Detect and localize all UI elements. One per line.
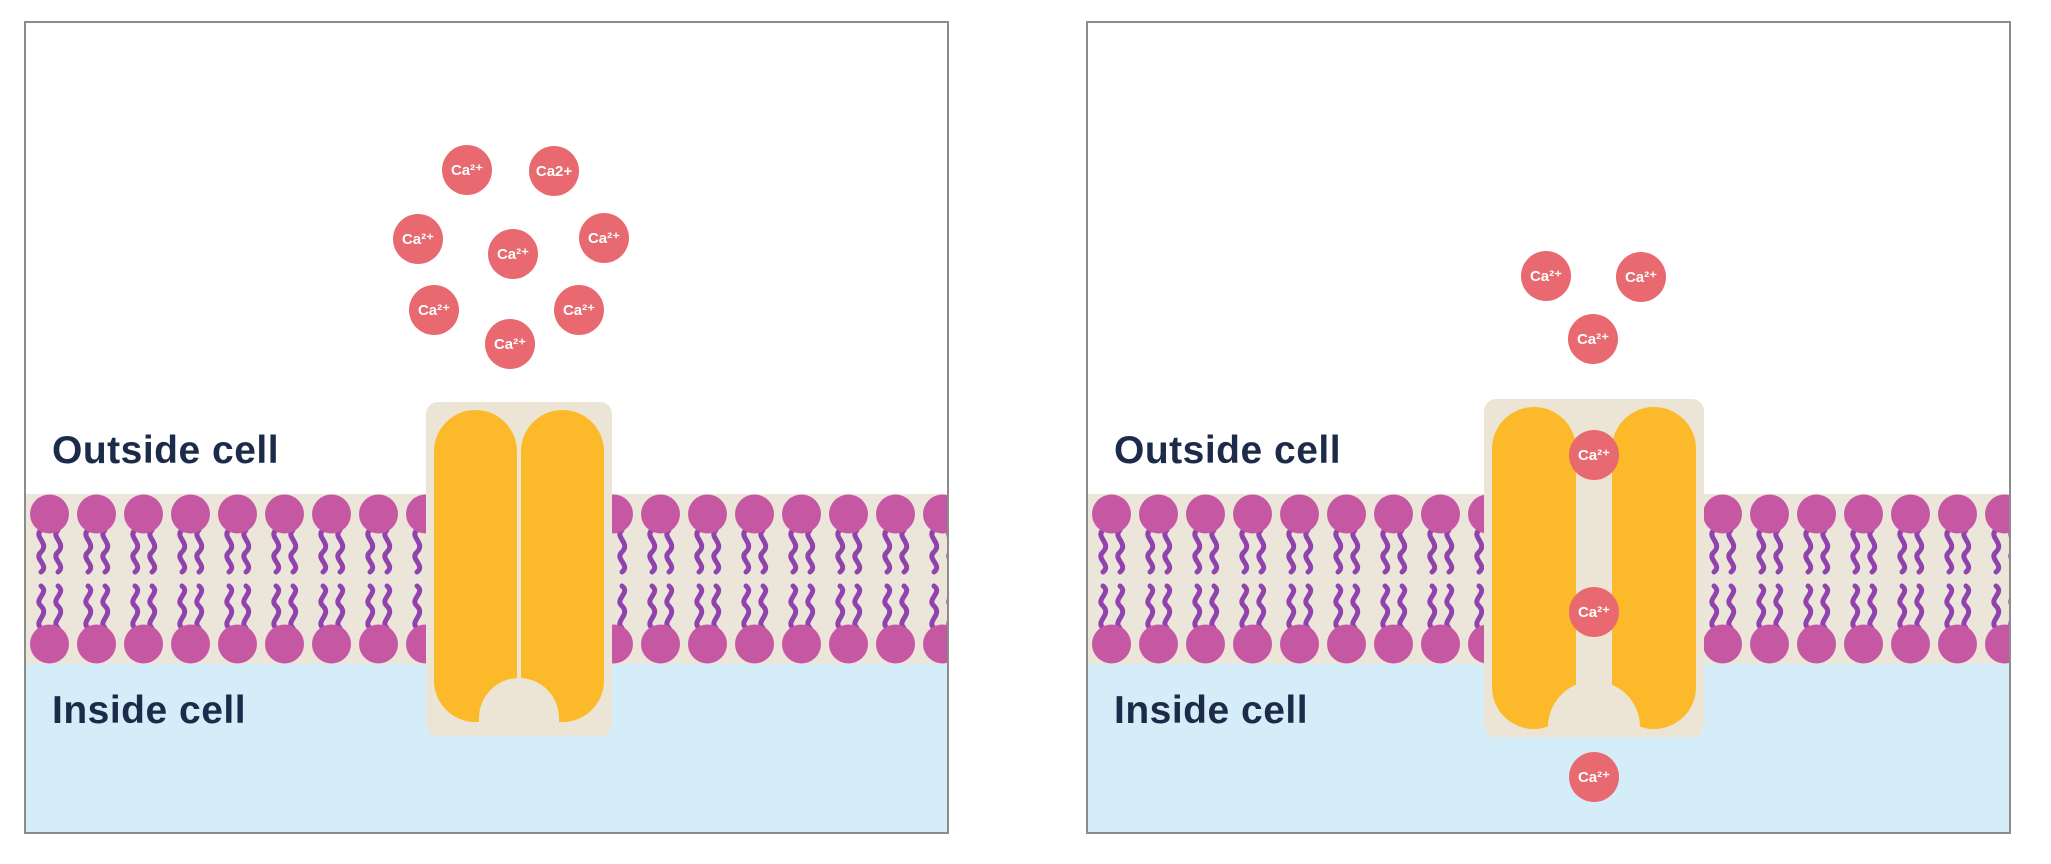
calcium-ion: Ca²⁺ [1569,587,1619,637]
ions-inside-cell-layer [26,23,947,832]
calcium-ion: Ca²⁺ [393,214,443,264]
outside-cell-label: Outside cell [1114,429,1342,472]
panel-open-channel: Outside cell Inside cell Ca²⁺Ca²⁺Ca²⁺ Ca… [1086,21,2011,834]
panel-closed-channel: Outside cell Inside cell Ca²⁺Ca2+Ca²⁺Ca²… [24,21,949,834]
calcium-channel-closed [426,402,612,736]
channel-gate-right [1612,407,1696,729]
calcium-ion: Ca²⁺ [1521,251,1571,301]
ions-inside-cell-layer: Ca²⁺ [1088,23,2009,832]
inside-cell-label: Inside cell [52,689,247,732]
calcium-ion: Ca²⁺ [1616,252,1666,302]
ions-in-channel-layer: Ca²⁺ Ca²⁺ [1088,23,2009,832]
calcium-ion: Ca²⁺ [579,213,629,263]
outside-cell-label: Outside cell [52,429,280,472]
ions-outside-layer: Ca²⁺Ca2+Ca²⁺Ca²⁺Ca²⁺Ca²⁺Ca²⁺Ca²⁺ [26,23,947,832]
calcium-ion: Ca²⁺ [488,229,538,279]
calcium-ion: Ca²⁺ [554,285,604,335]
calcium-ion: Ca²⁺ [485,319,535,369]
ions-outside-layer: Ca²⁺ Ca²⁺ Ca²⁺ [1088,23,2009,832]
calcium-ion: Ca²⁺ [1568,314,1618,364]
channel-gate-right [521,410,604,722]
inside-cell-label: Inside cell [1114,689,1309,732]
calcium-ion: Ca²⁺ [409,285,459,335]
channel-gate-left [434,410,517,722]
calcium-ion: Ca2+ [529,146,579,196]
calcium-ion: Ca²⁺ [442,145,492,195]
calcium-ion: Ca²⁺ [1569,752,1619,802]
channel-gate-left [1492,407,1576,729]
calcium-ion: Ca²⁺ [1569,430,1619,480]
